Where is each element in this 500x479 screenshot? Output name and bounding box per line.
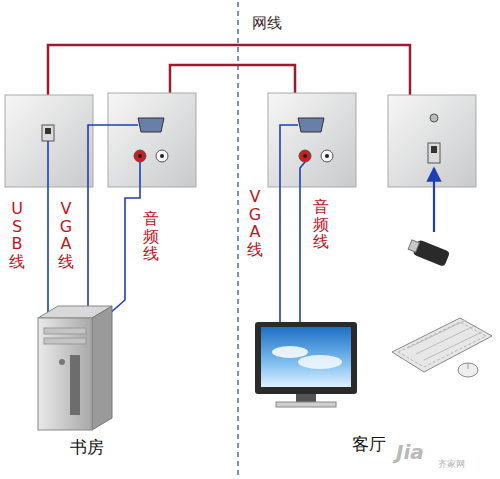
vga-audio-wall-plate <box>268 93 356 187</box>
watermark: Jia <box>396 440 424 464</box>
network-cable <box>48 45 410 95</box>
cable-label: VGA线 <box>247 188 263 258</box>
room-divider <box>237 2 239 477</box>
tv-monitor <box>255 322 357 407</box>
cable-label: USB线 <box>9 200 25 270</box>
usb-wall-plate <box>388 95 476 187</box>
cable-label: 网线 <box>252 14 282 33</box>
cable-label: VGA线 <box>58 200 74 270</box>
usb-dongle <box>407 237 450 267</box>
signal-cable <box>48 125 434 326</box>
network-cable <box>170 65 295 93</box>
keyboard-mouse <box>392 318 492 377</box>
watermark: 齐家网 <box>438 458 465 471</box>
vga-audio-wall-plate <box>108 93 196 187</box>
room-label: 书房 <box>70 436 104 459</box>
room-label: 客厅 <box>352 433 386 456</box>
computer-tower <box>38 306 112 430</box>
cable-label: 音频线 <box>143 210 159 263</box>
cable-label: 音频线 <box>313 198 329 251</box>
usb-wall-plate <box>5 95 93 187</box>
